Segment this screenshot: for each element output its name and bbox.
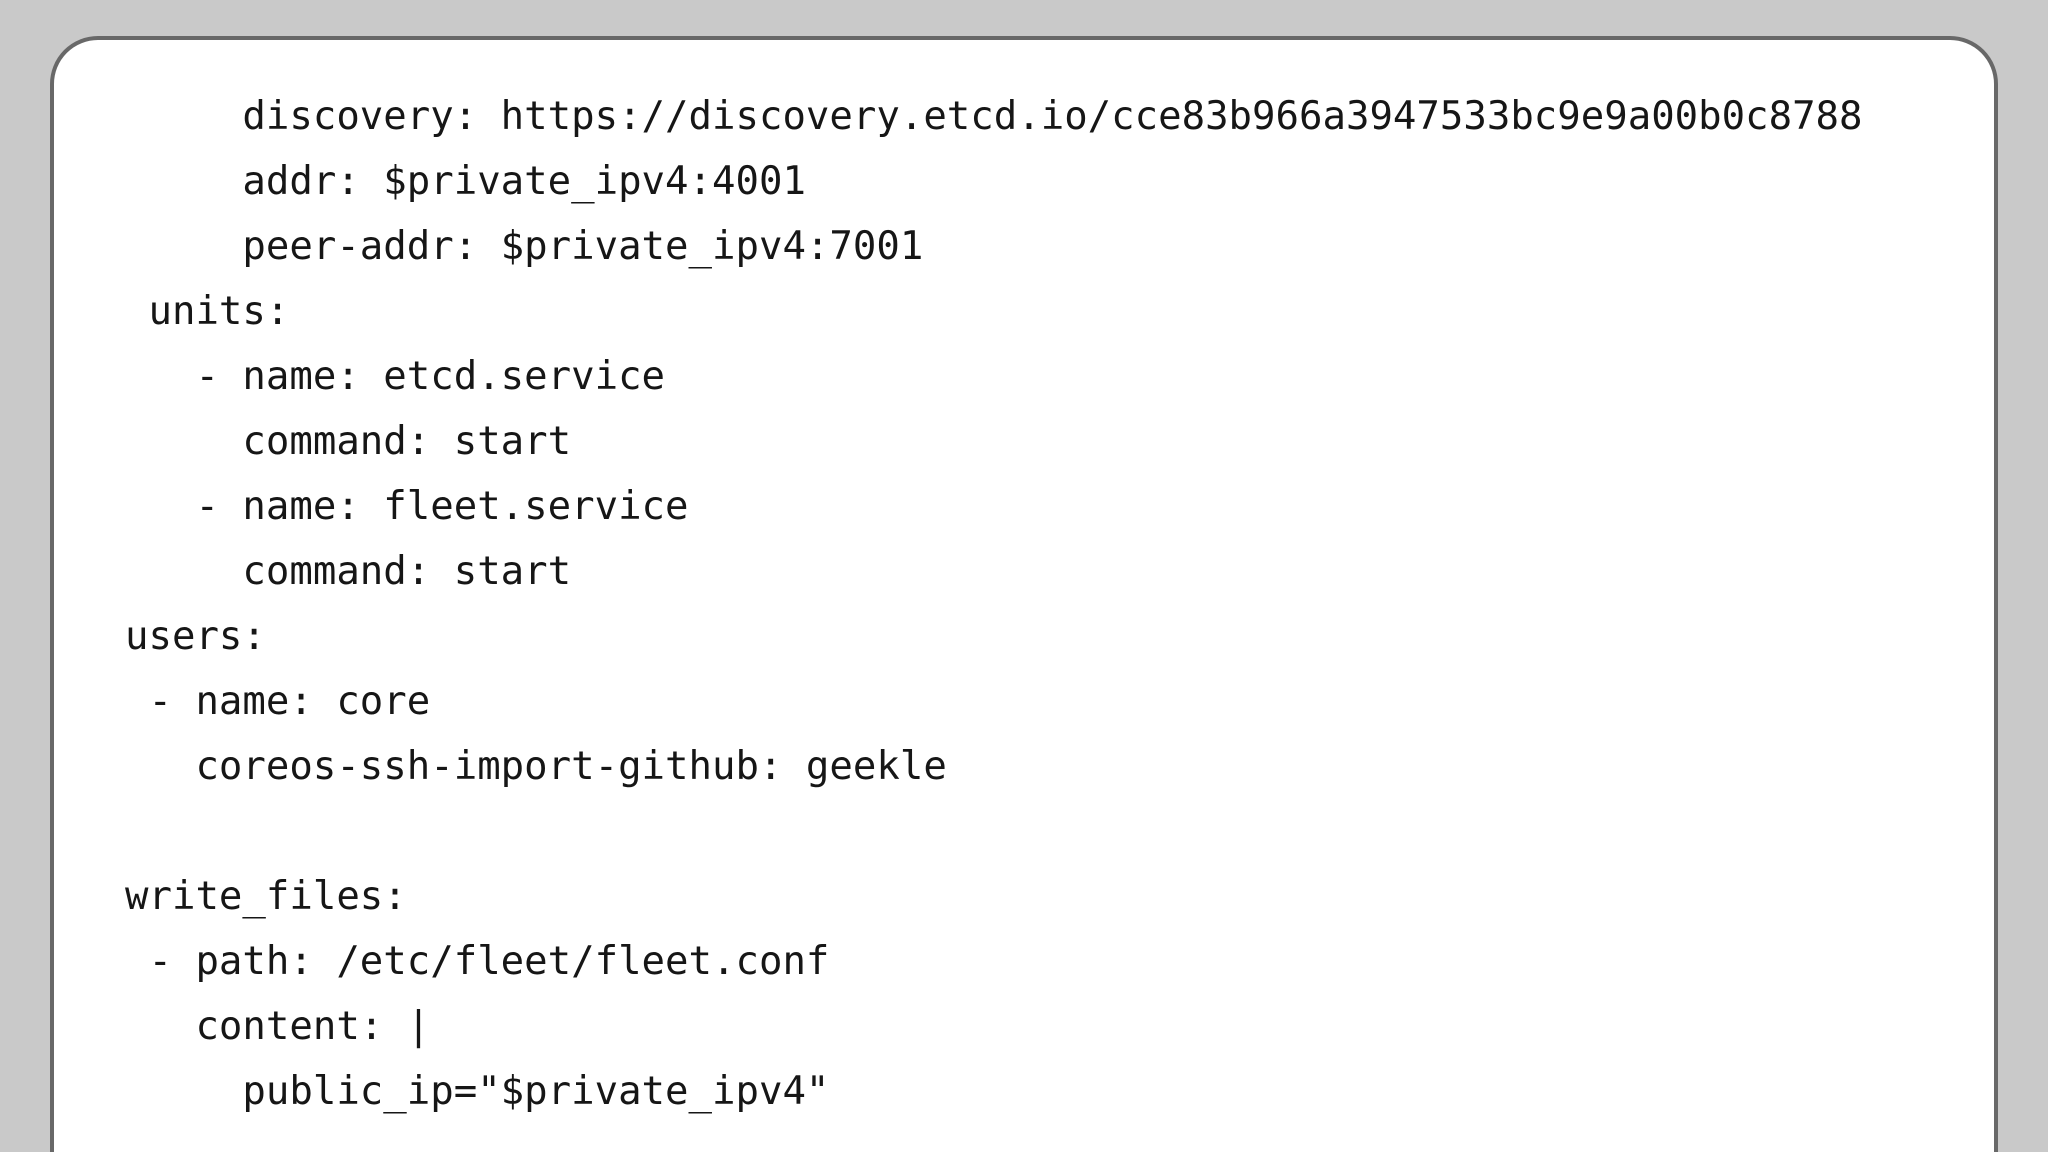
code-card: discovery: https://discovery.etcd.io/cce… — [50, 36, 1998, 1152]
code-block: discovery: https://discovery.etcd.io/cce… — [125, 94, 1863, 1114]
